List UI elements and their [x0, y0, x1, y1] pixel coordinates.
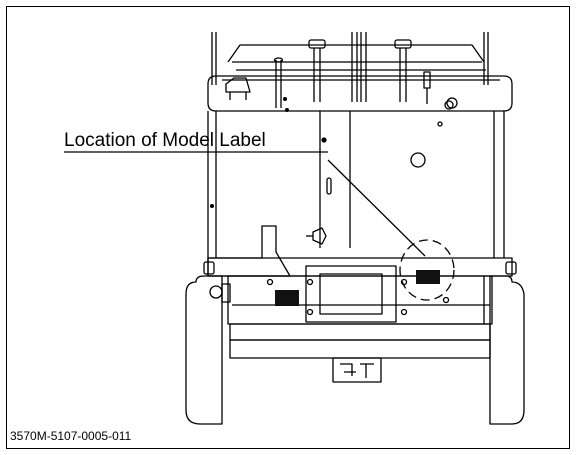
main-body [207, 111, 505, 258]
upper-frame [211, 32, 489, 85]
figure-id: 3570M-5107-0005-011 [10, 429, 132, 443]
top-cover [207, 75, 513, 127]
right-rear-wheel [489, 275, 525, 425]
warning-label [275, 290, 299, 306]
model-label-callout [64, 151, 455, 301]
callout-label: Location of Model Label [64, 130, 266, 151]
left-rear-wheel [185, 275, 231, 425]
rear-bumper [203, 225, 517, 359]
model-label [416, 270, 440, 284]
tow-hitch [332, 357, 382, 383]
